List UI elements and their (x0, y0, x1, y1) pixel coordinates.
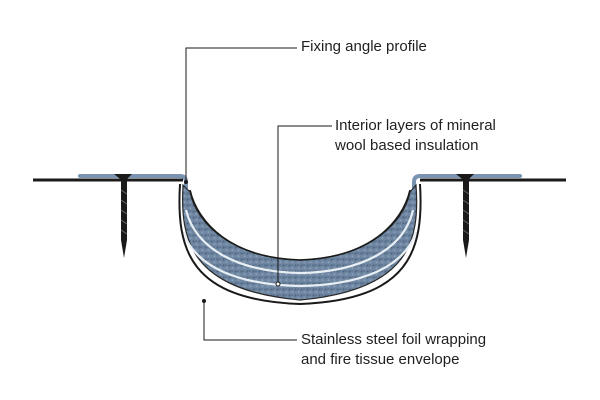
label-foil-wrapping: Stainless steel foil wrapping and fire t… (301, 330, 486, 370)
insulation-layer-line-1 (184, 209, 415, 275)
label-interior-line-2: wool based insulation (335, 137, 479, 154)
label-interior-line-1: Interior layers of mineral (335, 117, 496, 134)
leader-foil-wrapping (202, 299, 297, 341)
label-fixing-angle-profile: Fixing angle profile (301, 37, 427, 57)
fixing-screw-left (114, 174, 132, 258)
label-interior-layers: Interior layers of mineral wool based in… (335, 116, 496, 156)
insulation-layer-line-2 (181, 231, 418, 288)
label-foil-line-1: Stainless steel foil wrapping (301, 331, 487, 348)
leader-interior-layers (275, 125, 332, 287)
label-fixing-angle-text: Fixing angle profile (301, 38, 427, 55)
leader-fixing-angle (184, 47, 297, 184)
label-foil-line-2: and fire tissue envelope (301, 351, 460, 368)
foil-wrapping-outline (178, 183, 422, 306)
fixing-angle-right (412, 174, 522, 190)
fixing-screw-right (456, 174, 474, 258)
fixing-angle-left (78, 174, 188, 190)
mineral-wool-insulation (181, 183, 418, 301)
foil-wrapping-inner (189, 189, 411, 261)
